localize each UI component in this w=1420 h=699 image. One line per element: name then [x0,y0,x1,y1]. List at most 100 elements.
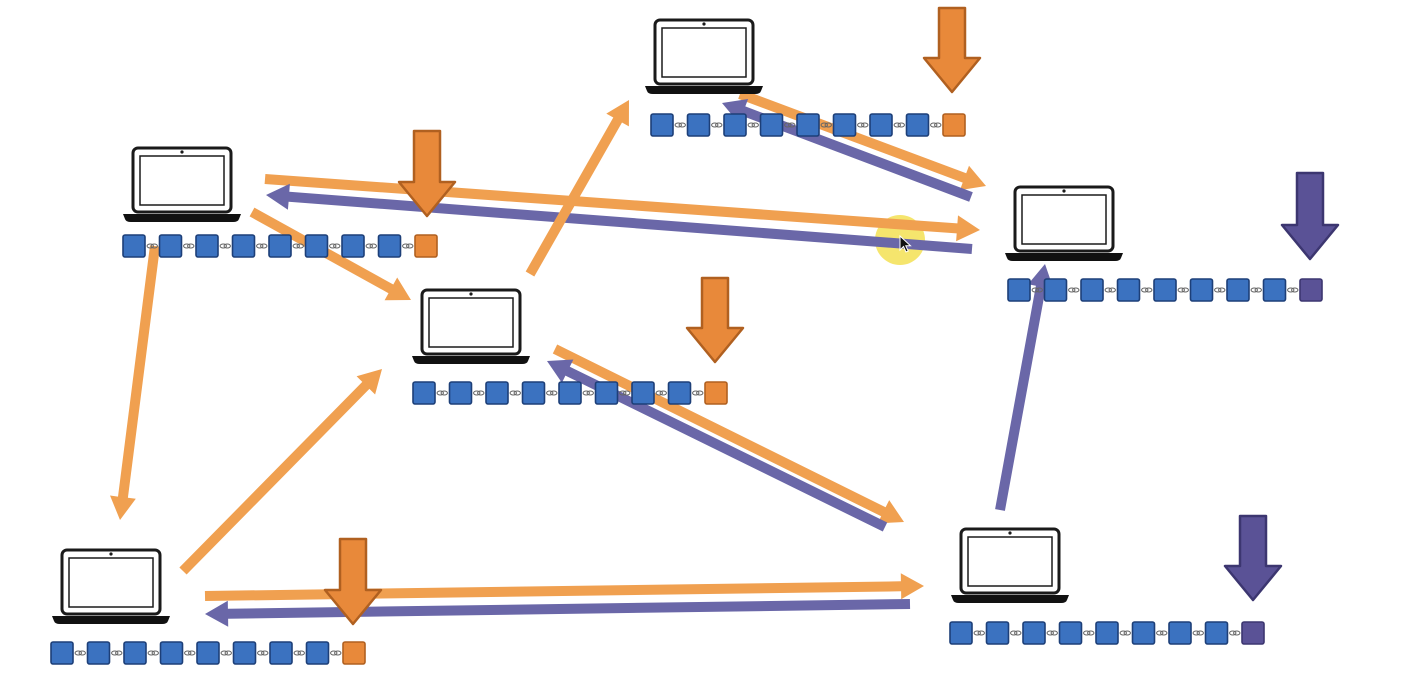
chain-link-icon [473,390,485,396]
chain-link-icon [329,243,341,249]
laptop-icon [410,288,532,366]
node-center [410,288,728,405]
laptop-icon [50,548,172,626]
new-block-purple [1241,621,1265,645]
chain-link-icon [1214,287,1226,293]
chain-block [1022,621,1046,645]
chain-link-icon [857,122,869,128]
chain-block [1007,278,1031,302]
chain-link-icon [1156,630,1168,636]
chain-block [1043,278,1068,302]
purple-down-arrow-icon [1223,514,1283,602]
laptop-icon [949,527,1071,605]
network-links [110,89,1054,627]
purple-link-arrow-bottom-right-to-bottom-left [205,599,911,627]
chain-block [232,641,257,665]
chain-link-icon [220,650,232,656]
orange-link-arrow-center-to-top-center [525,100,629,277]
chain-link-icon [1119,630,1131,636]
node-bottom-right [949,527,1265,645]
chain-block [1095,621,1119,645]
blockchain [1007,278,1323,302]
blockchain [650,113,966,137]
network-nodes [50,18,1323,665]
chain-link-icon [582,390,594,396]
chain-block [86,641,111,665]
chain-link-icon [74,650,86,656]
blockchain [122,234,438,258]
chain-block [650,113,674,137]
chain-link-icon [619,390,631,396]
chain-block [305,641,330,665]
orange-down-arrow-icon [397,129,457,218]
chain-link-icon [893,122,905,128]
chain-block [377,234,402,258]
node-right [1003,185,1323,302]
chain-link-icon [436,390,448,396]
chain-block [304,234,329,258]
purple-down-arrow-icon [1280,171,1340,261]
chain-block [196,641,220,665]
chain-link-icon [1083,630,1095,636]
orange-link-arrow-top-left-to-center [249,207,411,301]
chain-link-icon [256,243,268,249]
chain-link-icon [183,243,195,249]
chain-link-icon [1104,287,1116,293]
chain-link-icon [546,390,558,396]
chain-block [412,381,436,405]
chain-link-icon [1192,630,1204,636]
blockchain [412,381,728,405]
chain-block [558,381,582,405]
chain-link-icon [674,122,686,128]
laptop-icon [1003,185,1125,263]
chain-link-icon [1250,287,1262,293]
chain-block [122,234,146,258]
chain-link-icon [1031,287,1043,293]
new-block-markers [323,6,1340,626]
chain-block [985,621,1010,645]
new-block-purple [1299,278,1323,302]
chain-link-icon [930,122,942,128]
node-top-left [121,146,438,258]
blockchain [50,641,366,665]
chain-block [759,113,784,137]
chain-link-icon [330,650,342,656]
chain-link-icon [1068,287,1080,293]
chain-link-icon [402,243,414,249]
chain-link-icon [711,122,723,128]
orange-link-arrow-center-to-bottom-right [552,344,904,524]
orange-link-arrow-top-left-to-bottom-left [110,245,160,520]
chain-block [1168,621,1192,645]
chain-block [686,113,711,137]
chain-link-icon [219,243,231,249]
chain-block [448,381,473,405]
chain-link-icon [111,650,123,656]
orange-down-arrow-icon [922,6,982,94]
chain-block [1153,278,1177,302]
chain-block [123,641,147,665]
new-block-orange [704,381,728,405]
chain-link-icon [1010,630,1022,636]
chain-block [832,113,857,137]
chain-link-icon [146,243,158,249]
new-block-orange [414,234,438,258]
chain-block [159,641,184,665]
chain-block [158,234,183,258]
chain-block [1058,621,1083,645]
orange-link-arrow-top-center-to-right [738,89,986,191]
chain-block [269,641,293,665]
chain-link-icon [692,390,704,396]
chain-block [869,113,893,137]
chain-block [905,113,930,137]
chain-block [231,234,256,258]
purple-link-arrow-bottom-right-to-right [995,264,1054,511]
chain-block [1080,278,1104,302]
laptop-icon [121,146,243,224]
orange-down-arrow-icon [685,276,745,364]
mouse-pointer-icon [899,234,912,253]
orange-link-arrow-bottom-left-to-bottom-right [204,573,924,601]
chain-link-icon [1177,287,1189,293]
chain-block [485,381,509,405]
laptop-icon [643,18,765,96]
